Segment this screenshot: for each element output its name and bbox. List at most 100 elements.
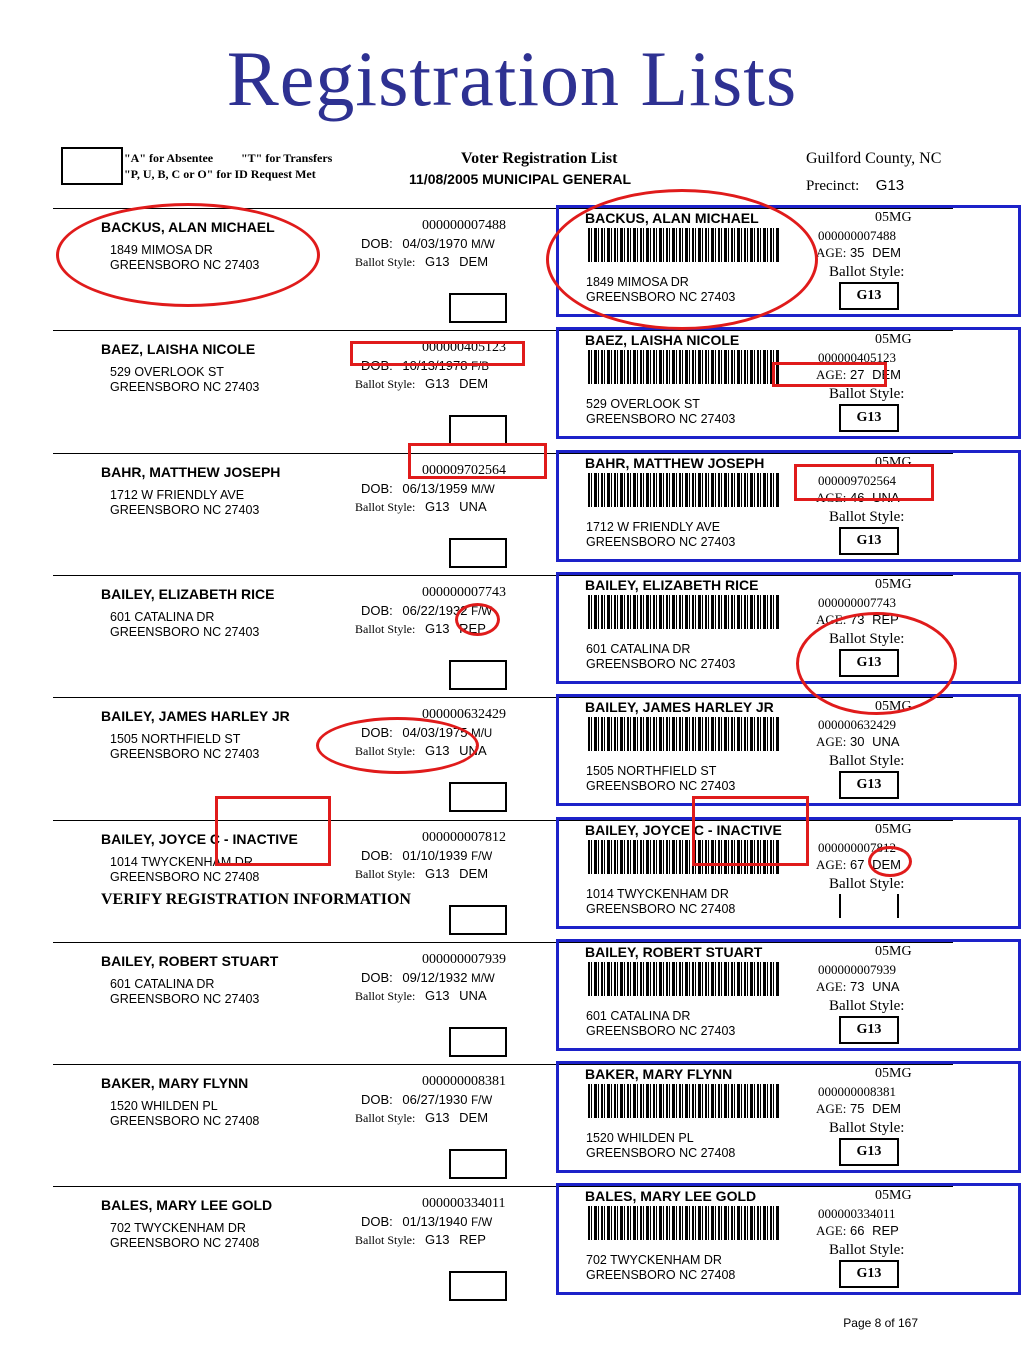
stub-registration-number: 000000007939 bbox=[818, 962, 896, 977]
stub-voter-name: BALES, MARY LEE GOLD bbox=[585, 1188, 757, 1204]
stub-age-line: AGE: 46 UNA bbox=[816, 490, 900, 506]
dob-label: DOB: bbox=[361, 970, 393, 985]
voter-name: BAKER, MARY FLYNN bbox=[101, 1075, 249, 1091]
stub-street: 601 CATALINA DR bbox=[586, 642, 691, 656]
stub-street: 1505 NORTHFIELD ST bbox=[586, 764, 717, 778]
row-divider bbox=[53, 1064, 953, 1065]
dob-line: DOB: 01/10/1939 F/W bbox=[361, 848, 492, 863]
party: DEM bbox=[459, 866, 489, 881]
dob-line: DOB: 09/12/1932 M/W bbox=[361, 970, 495, 985]
barcode bbox=[588, 350, 780, 384]
party: DEM bbox=[459, 254, 489, 269]
annotation-box-inactive bbox=[215, 796, 331, 866]
stub-voter-name: BAILEY, ELIZABETH RICE bbox=[585, 577, 759, 593]
annotation-box-stub-inactive bbox=[692, 796, 809, 866]
stub-voter-name: BAILEY, JOYCE C - INACTIVE bbox=[585, 822, 782, 838]
age-label: AGE: bbox=[816, 367, 847, 382]
sex-race: F/W bbox=[471, 851, 493, 863]
barcode bbox=[588, 840, 780, 874]
dob-line: DOB: 01/13/1940 F/W bbox=[361, 1214, 492, 1229]
stub-age-line: AGE: 30 UNA bbox=[816, 734, 900, 750]
stub-voter-name: BAILEY, JAMES HARLEY JR bbox=[585, 699, 774, 715]
voter-name: BAILEY, ROBERT STUART bbox=[101, 953, 279, 969]
barcode bbox=[588, 595, 780, 629]
stub-election-code: 05MG bbox=[875, 1188, 912, 1203]
dob-value: 06/22/1932 bbox=[402, 603, 468, 618]
dob-value: 09/12/1932 bbox=[402, 970, 468, 985]
stub-registration-number: 000000405123 bbox=[818, 350, 896, 365]
stub-registration-number: 000000632429 bbox=[818, 717, 896, 732]
legend-checkbox bbox=[61, 147, 123, 185]
county-name: Guilford County, NC bbox=[806, 150, 942, 167]
legend-id-request: "P, U, B, C or O" for ID Request Met bbox=[124, 167, 316, 181]
signature-box bbox=[449, 905, 507, 935]
stub-street: 1712 W FRIENDLY AVE bbox=[586, 520, 721, 534]
stub-street: 1520 WHILDEN PL bbox=[586, 1131, 694, 1145]
stub-age-line: AGE: 75 DEM bbox=[816, 1101, 901, 1117]
sex-race: M/U bbox=[471, 728, 493, 740]
age-label: AGE: bbox=[816, 857, 847, 872]
sex-race: M/W bbox=[471, 484, 495, 496]
voter-city: GREENSBORO NC 27403 bbox=[110, 747, 260, 761]
voter-record-row: BAILEY, JAMES HARLEY JR 1505 NORTHFIELD … bbox=[0, 694, 1024, 819]
stub-ballot-style-label: Ballot Style: bbox=[829, 264, 905, 280]
annotation-ellipse-ballot-style-row bbox=[316, 717, 479, 774]
stub-street: 601 CATALINA DR bbox=[586, 1009, 691, 1023]
voter-city: GREENSBORO NC 27408 bbox=[110, 1236, 260, 1250]
stub-age-line: AGE: 73 UNA bbox=[816, 979, 900, 995]
voter-name: BAILEY, JAMES HARLEY JR bbox=[101, 708, 290, 724]
stub-ballot-style-box: G13 bbox=[839, 1260, 899, 1288]
registration-number: 000000632429 bbox=[422, 707, 506, 722]
row-divider bbox=[53, 208, 953, 209]
signature-box bbox=[449, 1271, 507, 1301]
stub-ballot-style-label: Ballot Style: bbox=[829, 1242, 905, 1258]
age-value: 66 bbox=[849, 1223, 865, 1238]
age-value: 73 bbox=[849, 979, 865, 994]
voter-name: BAHR, MATTHEW JOSEPH bbox=[101, 464, 281, 480]
ballot-style-label: Ballot Style: bbox=[355, 1111, 416, 1125]
voter-street: 601 CATALINA DR bbox=[110, 610, 215, 624]
voter-record-row: BAHR, MATTHEW JOSEPH 1712 W FRIENDLY AVE… bbox=[0, 450, 1024, 575]
verify-registration-notice: VERIFY REGISTRATION INFORMATION bbox=[101, 891, 411, 908]
voter-city: GREENSBORO NC 27403 bbox=[110, 992, 260, 1006]
ballot-style-label: Ballot Style: bbox=[355, 500, 416, 514]
sex-race: F/W bbox=[471, 1217, 493, 1229]
ballot-style-line: Ballot Style: G13 DEM bbox=[355, 1110, 488, 1126]
precinct-code: G13 bbox=[424, 866, 450, 881]
stub-ballot-style-box: G13 bbox=[839, 282, 899, 310]
stub-street: 702 TWYCKENHAM DR bbox=[586, 1253, 722, 1267]
party: REP bbox=[459, 1232, 486, 1247]
voter-city: GREENSBORO NC 27408 bbox=[110, 1114, 260, 1128]
signature-box bbox=[449, 293, 507, 323]
stub-city: GREENSBORO NC 27408 bbox=[586, 902, 736, 916]
annotation-box-age bbox=[772, 362, 887, 387]
dob-line: DOB: 06/27/1930 F/W bbox=[361, 1092, 492, 1107]
registration-number: 000000007939 bbox=[422, 952, 506, 967]
stub-city: GREENSBORO NC 27408 bbox=[586, 1146, 736, 1160]
stub-city: GREENSBORO NC 27403 bbox=[586, 1024, 736, 1038]
dob-line: DOB: 06/13/1959 M/W bbox=[361, 481, 495, 496]
stub-voter-name: BAKER, MARY FLYNN bbox=[585, 1066, 733, 1082]
dob-value: 06/13/1959 bbox=[402, 481, 468, 496]
dob-line: DOB: 04/03/1970 M/W bbox=[361, 236, 495, 251]
age-label: AGE: bbox=[816, 979, 847, 994]
precinct-code: G13 bbox=[424, 254, 450, 269]
voter-record-row: BALES, MARY LEE GOLD 702 TWYCKENHAM DR G… bbox=[0, 1183, 1024, 1308]
stub-election-code: 05MG bbox=[875, 822, 912, 837]
voter-name: BAEZ, LAISHA NICOLE bbox=[101, 341, 256, 357]
stub-street: 1014 TWYCKENHAM DR bbox=[586, 887, 729, 901]
voter-street: 702 TWYCKENHAM DR bbox=[110, 1221, 246, 1235]
voter-stub: BAILEY, ROBERT STUART 601 CATALINA DR GR… bbox=[556, 939, 1021, 1051]
precinct-code: G13 bbox=[424, 1232, 450, 1247]
voter-record-row: BAILEY, ROBERT STUART 601 CATALINA DR GR… bbox=[0, 939, 1024, 1064]
stub-ballot-style-label: Ballot Style: bbox=[829, 509, 905, 525]
sex-race: F/W bbox=[471, 1095, 493, 1107]
voter-city: GREENSBORO NC 27408 bbox=[110, 870, 260, 884]
voter-city: GREENSBORO NC 27403 bbox=[110, 380, 260, 394]
precinct-code: G13 bbox=[424, 499, 450, 514]
precinct-code: G13 bbox=[424, 376, 450, 391]
annotation-ellipse-name-address bbox=[56, 203, 320, 307]
precinct-code: G13 bbox=[424, 988, 450, 1003]
stub-registration-number: 000000334011 bbox=[818, 1206, 896, 1221]
barcode bbox=[588, 1084, 780, 1118]
